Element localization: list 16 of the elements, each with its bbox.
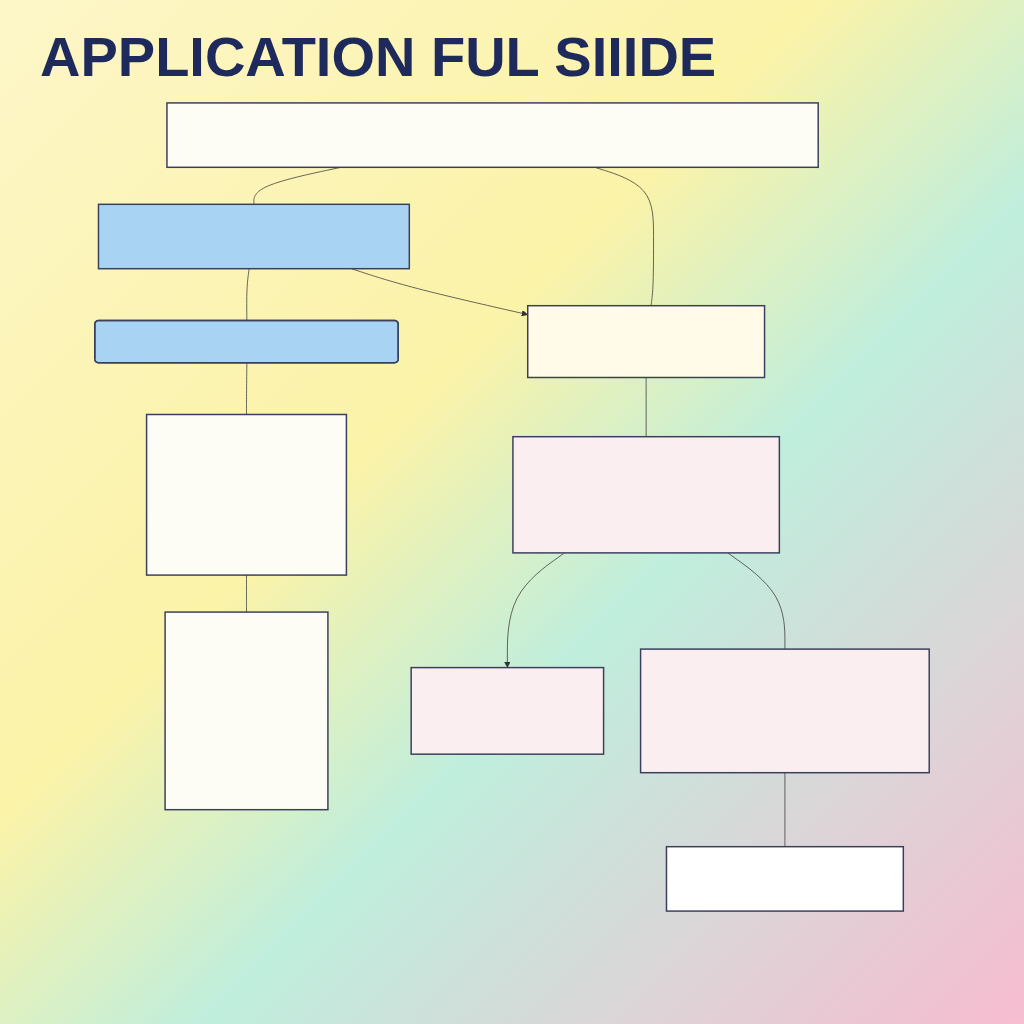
node-box [665, 845, 905, 912]
node-box [166, 102, 819, 169]
connector [645, 377, 647, 438]
node-box [97, 203, 411, 270]
connector [784, 772, 786, 848]
node-box [639, 648, 930, 774]
connector [727, 552, 786, 650]
connector [246, 268, 250, 322]
node-box [410, 666, 605, 755]
node-box [512, 435, 781, 554]
connector [246, 362, 248, 415]
node-box [527, 304, 766, 379]
title: APPLICATION FUL SIIIDE [40, 24, 718, 89]
node-box [145, 413, 348, 576]
node-box [164, 611, 329, 811]
connector [246, 574, 247, 613]
